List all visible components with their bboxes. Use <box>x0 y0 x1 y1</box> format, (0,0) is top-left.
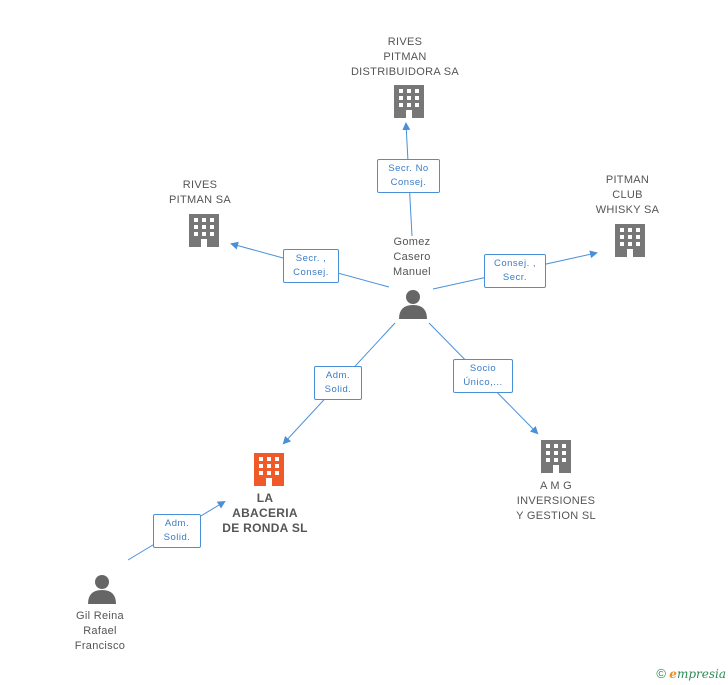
person-icon[interactable] <box>399 290 427 319</box>
relation-label: Adm. Solid. <box>153 514 201 548</box>
company-label-la-abaceria[interactable]: LA ABACERIA DE RONDA SL <box>222 491 308 535</box>
relation-label: Socio Único,... <box>453 359 513 393</box>
building-icon[interactable] <box>189 214 219 247</box>
relation-label: Adm. Solid. <box>314 366 362 400</box>
person-icon[interactable] <box>88 575 116 604</box>
company-label-rives-pitman-distribuidora[interactable]: RIVES PITMAN DISTRIBUIDORA SA <box>350 36 460 78</box>
person-label-gil-reina[interactable]: Gil Reina Rafael Francisco <box>74 610 126 652</box>
person-label-gomez-casero[interactable]: Gomez Casero Manuel <box>393 236 431 278</box>
company-label-pitman-club-whisky[interactable]: PITMAN CLUB WHISKY SA <box>595 174 660 216</box>
building-icon-highlighted[interactable] <box>254 453 284 486</box>
relation-label: Secr. No Consej. <box>377 159 440 193</box>
company-label-amg-inversiones[interactable]: A M G INVERSIONES Y GESTION SL <box>516 480 596 522</box>
relation-label: Secr. , Consej. <box>283 249 339 283</box>
building-icon[interactable] <box>615 224 645 257</box>
copyright-icon: © <box>656 666 666 681</box>
brand-logo: empresia <box>669 667 726 681</box>
building-icon[interactable] <box>394 85 424 118</box>
company-label-rives-pitman[interactable]: RIVES PITMAN SA <box>169 179 231 206</box>
building-icon[interactable] <box>541 440 571 473</box>
relation-label: Consej. , Secr. <box>484 254 546 288</box>
copyright-brand: © empresia <box>656 666 726 681</box>
